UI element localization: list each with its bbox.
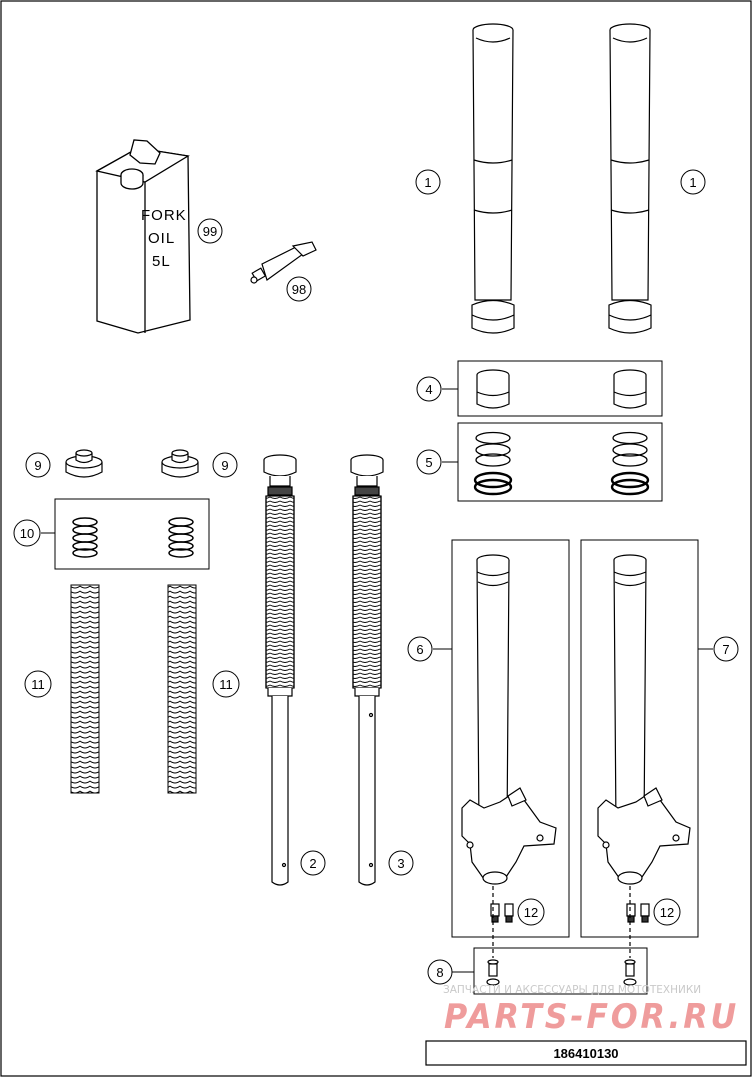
preload-spring-right: [168, 517, 194, 558]
oil-can-label-volume: 5L: [152, 253, 171, 270]
oil-can-label-fork: FORK: [141, 207, 187, 224]
screw-cap-right: [161, 449, 199, 478]
svg-text:11: 11: [31, 677, 45, 692]
oil-can-label-oil: OIL: [148, 230, 175, 247]
svg-text:8: 8: [436, 965, 443, 980]
cartridge-left: [263, 454, 297, 886]
callout-99: 99: [197, 218, 223, 244]
preload-spring-box: [54, 498, 210, 570]
clamp-bolts-left: [490, 903, 514, 923]
callout-2: 2: [300, 850, 326, 876]
svg-text:99: 99: [203, 224, 217, 239]
bushing-left: [476, 369, 510, 409]
svg-text:5: 5: [425, 455, 432, 470]
svg-text:10: 10: [20, 526, 34, 541]
svg-text:12: 12: [660, 905, 674, 920]
fork-spring-right: [167, 584, 197, 794]
grease-tube: [250, 241, 317, 284]
watermark-tagline: ЗАПЧАСТИ И АКСЕССУАРЫ ДЛЯ МОТОТЕХНИКИ: [443, 984, 701, 996]
axle-bolts: [486, 886, 637, 986]
callout-9-right: 9: [212, 452, 238, 478]
svg-text:1: 1: [689, 175, 696, 190]
watermark-brand: PARTS-FOR.RU: [444, 997, 739, 1037]
callout-10: 10: [13, 519, 41, 547]
fork-leg-left-box: [451, 539, 570, 938]
seal-set-right: [610, 431, 650, 496]
diagram-code: 186410130: [553, 1046, 618, 1061]
callout-1-right: 1: [680, 169, 706, 195]
fork-oil-can: FORK OIL 5L: [95, 139, 191, 334]
callout-9-left: 9: [25, 452, 51, 478]
callout-8: 8: [427, 959, 453, 985]
svg-text:12: 12: [524, 905, 538, 920]
callout-5: 5: [416, 449, 442, 475]
inner-tube-right: [597, 554, 691, 885]
callout-11-right: 11: [212, 670, 240, 698]
callout-7: 7: [713, 636, 739, 662]
outer-tube-right: [608, 23, 652, 334]
callout-12-left: 12: [517, 898, 545, 926]
inner-tube-left: [461, 554, 557, 885]
axle-bolt-box: [473, 947, 648, 995]
outer-tube-left: [471, 23, 515, 334]
callout-12-right: 12: [653, 898, 681, 926]
fork-spring-left: [70, 584, 100, 794]
callout-1-left: 1: [415, 169, 441, 195]
callout-11-left: 11: [24, 670, 52, 698]
svg-text:11: 11: [219, 677, 233, 692]
svg-text:9: 9: [34, 458, 41, 473]
svg-text:2: 2: [309, 856, 316, 871]
clamp-bolts-right: [626, 903, 650, 923]
svg-text:6: 6: [416, 642, 423, 657]
svg-text:9: 9: [221, 458, 228, 473]
svg-text:98: 98: [292, 282, 306, 297]
leader-lines: [41, 388, 713, 973]
svg-text:1: 1: [424, 175, 431, 190]
cartridge-right: [350, 454, 384, 886]
bushing-right: [613, 369, 647, 409]
screw-cap-left: [65, 449, 103, 478]
svg-text:3: 3: [397, 856, 404, 871]
callout-6: 6: [407, 636, 433, 662]
callout-4: 4: [416, 376, 442, 402]
svg-text:4: 4: [425, 382, 432, 397]
callout-98: 98: [286, 276, 312, 302]
callout-3: 3: [388, 850, 414, 876]
fork-leg-right-box: [580, 539, 699, 938]
seal-set-left: [473, 431, 513, 496]
preload-spring-left: [72, 517, 98, 558]
svg-text:7: 7: [722, 642, 729, 657]
diagram-code-box: [425, 1040, 747, 1066]
